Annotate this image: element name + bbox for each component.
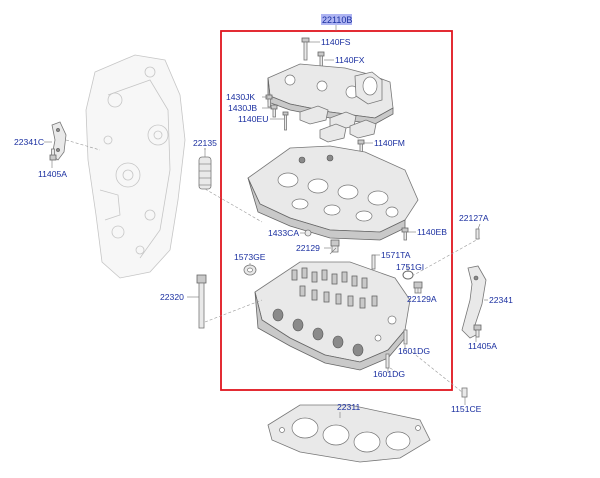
stud-1601dg-lower[interactable] [385, 353, 390, 369]
camshaft-carrier[interactable] [247, 145, 419, 241]
bolt-1140eb[interactable] [401, 227, 409, 241]
bolt-11405a-right[interactable] [473, 324, 482, 338]
callout-22341[interactable]: 22341 [489, 295, 513, 305]
callout-1430jk[interactable]: 1430JK [226, 92, 255, 102]
callout-22320[interactable]: 22320 [160, 292, 184, 302]
callout-1601dg-upper[interactable]: 1601DG [398, 346, 430, 356]
spring-22135[interactable] [198, 156, 212, 190]
cam-cap-assembly[interactable] [267, 63, 394, 125]
head-bolt-22320[interactable] [196, 274, 207, 329]
callout-22129[interactable]: 22129 [296, 243, 320, 253]
bolt-1140eu[interactable] [282, 111, 289, 131]
callout-11405a-left[interactable]: 11405A [38, 169, 67, 179]
pin-1433ca[interactable] [304, 229, 312, 237]
callout-1571ta[interactable]: 1571TA [381, 250, 411, 260]
plug-1571ta[interactable] [371, 254, 376, 270]
guide-lines [65, 139, 481, 393]
leaders [44, 141, 481, 405]
assembly-frame [220, 30, 453, 391]
callout-22129a[interactable]: 22129A [407, 294, 437, 304]
bolt-11405a-left[interactable] [49, 148, 57, 161]
valve-springs [291, 267, 378, 309]
main-part-number-group[interactable]: 22110B [321, 14, 352, 31]
oring-1751gi[interactable] [402, 270, 414, 280]
callout-1140fs[interactable]: 1140FS [321, 37, 351, 47]
callout-22311[interactable]: 22311 [337, 402, 360, 412]
plug-1151ce[interactable] [461, 387, 468, 398]
stud-1601dg-upper[interactable] [403, 329, 408, 345]
plug-22129[interactable] [330, 239, 340, 253]
callout-1751gi[interactable]: 1751GI [396, 262, 424, 272]
seal-1573ge[interactable] [243, 264, 257, 276]
callout-11405a-right[interactable]: 11405A [468, 341, 497, 351]
callout-1140fx[interactable]: 1140FX [335, 55, 365, 65]
callout-1433ca[interactable]: 1433CA [268, 228, 299, 238]
head-gasket-22311[interactable] [267, 404, 431, 463]
callout-1151ce[interactable]: 1151CE [451, 404, 482, 414]
bracket-22341c[interactable] [51, 121, 67, 161]
callout-1140eb[interactable]: 1140EB [417, 227, 447, 237]
bolt-1430jb[interactable] [270, 104, 278, 118]
callout-1573ge[interactable]: 1573GE [234, 252, 266, 262]
callout-1140eu[interactable]: 1140EU [238, 114, 268, 124]
callout-1601dg-lower[interactable]: 1601DG [373, 369, 405, 379]
main-part-highlight [321, 14, 352, 25]
callout-1140fm[interactable]: 1140FM [374, 138, 405, 148]
callout-22341c[interactable]: 22341C [14, 137, 44, 147]
bolt-1140fx[interactable] [317, 51, 325, 67]
callout-22127a[interactable]: 22127A [459, 213, 489, 223]
bolt-1140fs[interactable] [301, 37, 310, 61]
main-part-number[interactable]: 22110B [322, 15, 352, 25]
callout-1430jb[interactable]: 1430JB [228, 103, 257, 113]
timing-cover-ghost [85, 54, 186, 279]
pin-22127a[interactable] [475, 228, 480, 240]
camshaft-caps[interactable] [299, 105, 377, 143]
callout-22135[interactable]: 22135 [193, 138, 217, 148]
cylinder-head[interactable] [254, 261, 411, 371]
